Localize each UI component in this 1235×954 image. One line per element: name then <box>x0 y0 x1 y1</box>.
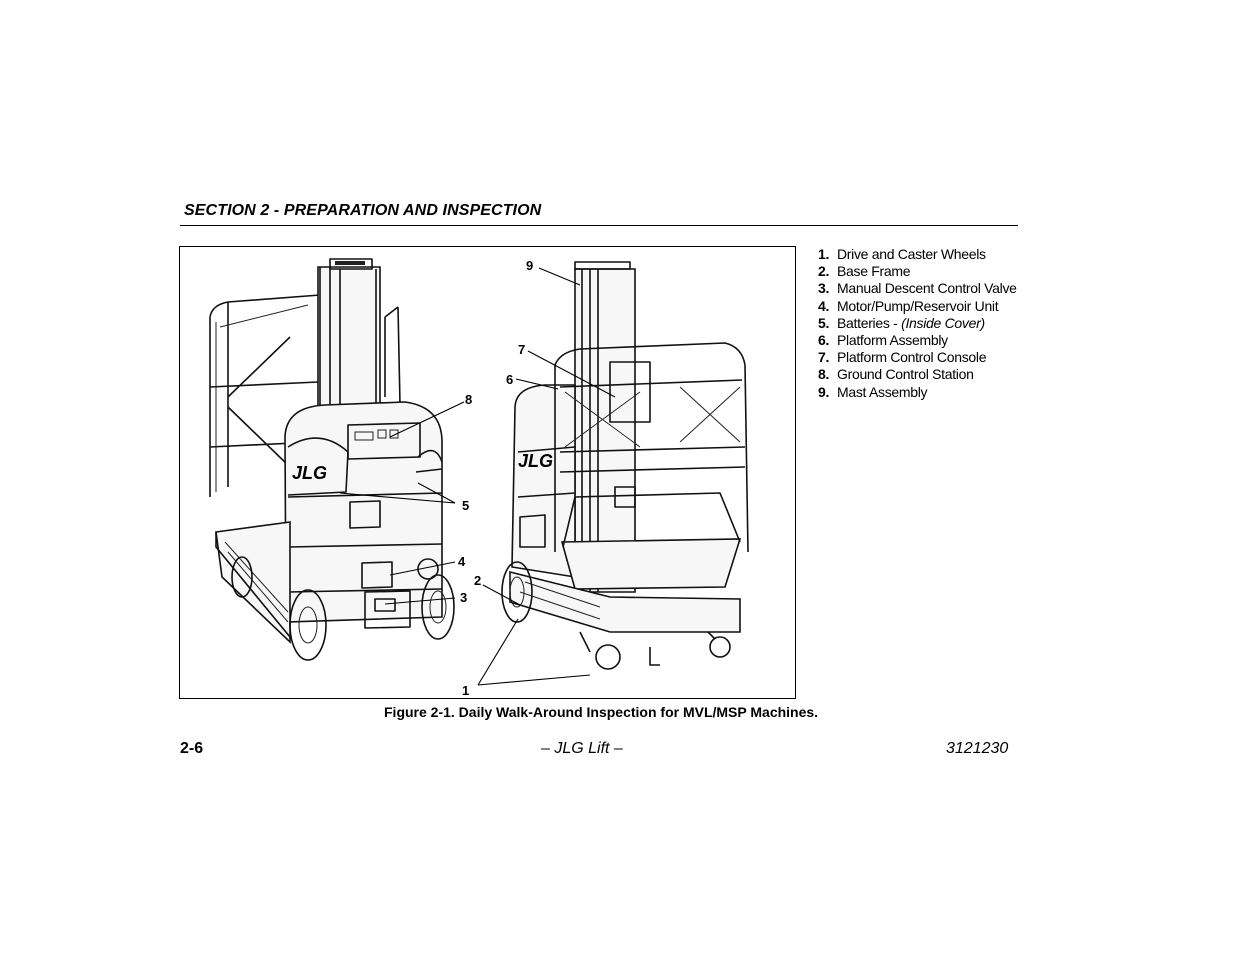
left-machine: JLG <box>209 258 455 661</box>
legend-item: 2.Base Frame <box>818 263 911 280</box>
footer-brand: – JLG Lift – <box>541 740 623 757</box>
left-logo: JLG <box>292 463 327 483</box>
legend-item: 5.Batteries - (Inside Cover) <box>818 314 985 331</box>
machine-illustration: JLG JLG <box>209 258 749 698</box>
callout-3: 3 <box>460 590 467 605</box>
callout-6: 6 <box>506 372 513 387</box>
callout-9: 9 <box>526 258 533 273</box>
legend-item: 6.Platform Assembly <box>818 331 948 348</box>
legend-item: 1.Drive and Caster Wheels <box>818 246 986 262</box>
callout-7: 7 <box>518 342 525 357</box>
legend-item: 7.Platform Control Console <box>818 349 987 366</box>
callout-8: 8 <box>465 392 472 407</box>
figure-frame: JLG JLG <box>179 246 796 699</box>
legend-item: 8.Ground Control Station <box>818 366 974 383</box>
legend-item: 3.Manual Descent Control Valve <box>818 280 1017 297</box>
callout-1: 1 <box>462 683 469 698</box>
figure-legend: 1.Drive and Caster Wheels 2.Base Frame 3… <box>818 246 1017 401</box>
legend-item: 9.Mast Assembly <box>818 383 928 400</box>
callout-2: 2 <box>474 573 481 588</box>
page-number: 2-6 <box>180 740 204 757</box>
header-rule <box>180 225 1018 226</box>
section-title: SECTION 2 - PREPARATION AND INSPECTION <box>184 202 542 219</box>
right-logo: JLG <box>518 451 553 471</box>
doc-number: 3121230 <box>946 740 1009 757</box>
right-machine: JLG <box>501 261 749 670</box>
leader-lines <box>339 267 616 686</box>
callout-4: 4 <box>458 554 466 569</box>
legend-item: 4.Motor/Pump/Reservoir Unit <box>818 297 999 314</box>
figure-caption: Figure 2-1. Daily Walk-Around Inspection… <box>384 704 819 720</box>
callout-5: 5 <box>462 498 469 513</box>
